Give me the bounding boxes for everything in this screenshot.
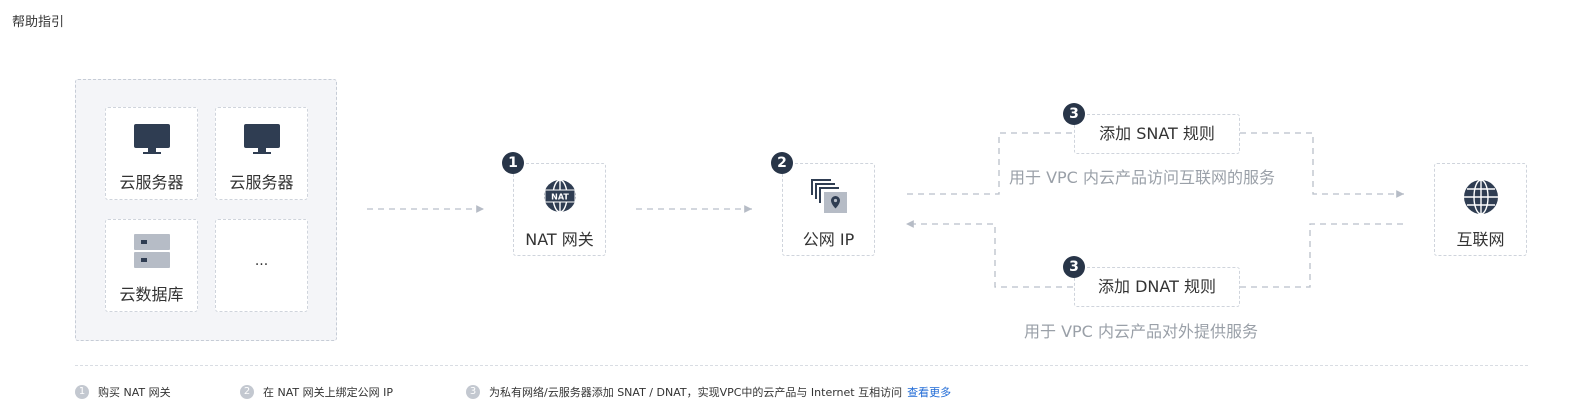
server-label: 云服务器 xyxy=(119,173,184,192)
step-2: 2 在 NAT 网关上绑定公网 IP xyxy=(240,384,393,400)
nat-gateway-node[interactable]: NAT NAT 网关 xyxy=(513,163,606,256)
step-badge-2: 2 xyxy=(771,152,793,174)
step-badge-3-dnat: 3 xyxy=(1063,256,1085,278)
snat-path xyxy=(907,132,1073,195)
nat-gateway-icon: NAT xyxy=(544,179,576,213)
dnat-rule-label: 添加 DNAT 规则 xyxy=(1098,277,1216,296)
dnat-description: 用于 VPC 内云产品对外提供服务 xyxy=(1024,322,1258,341)
monitor-icon xyxy=(244,124,280,154)
snat-rule-label: 添加 SNAT 规则 xyxy=(1099,124,1215,143)
public-ip-label: 公网 IP xyxy=(802,230,855,249)
step-text: 为私有网络/云服务器添加 SNAT / DNAT，实现VPC中的云产品与 Int… xyxy=(489,386,903,399)
public-ip-node[interactable]: 公网 IP xyxy=(782,163,875,256)
add-snat-rule-box[interactable]: 添加 SNAT 规则 xyxy=(1074,114,1240,154)
database-card[interactable]: 云数据库 xyxy=(105,219,198,312)
step-number: 1 xyxy=(75,385,89,399)
step-3: 3 为私有网络/云服务器添加 SNAT / DNAT，实现VPC中的云产品与 I… xyxy=(466,384,951,400)
help-guide-title: 帮助指引 xyxy=(12,15,65,30)
learn-more-link[interactable]: 查看更多 xyxy=(907,386,952,399)
step-text: 在 NAT 网关上绑定公网 IP xyxy=(263,386,393,399)
dnat-path-right xyxy=(1240,223,1403,288)
nat-icon-text: NAT xyxy=(551,193,569,202)
monitor-icon xyxy=(134,124,170,154)
more-label: ... xyxy=(254,253,269,269)
resources-group: 云服务器 云服务器 云数据库 ... xyxy=(75,79,337,341)
step-1: 1 购买 NAT 网关 xyxy=(75,384,171,400)
database-icon xyxy=(134,234,170,268)
add-dnat-rule-box[interactable]: 添加 DNAT 规则 xyxy=(1074,267,1240,307)
step-number: 3 xyxy=(466,385,480,399)
database-label: 云数据库 xyxy=(119,285,184,304)
globe-icon xyxy=(1464,179,1498,215)
snat-description: 用于 VPC 内云产品访问互联网的服务 xyxy=(1009,168,1275,187)
server-label: 云服务器 xyxy=(229,173,294,192)
server-card-1[interactable]: 云服务器 xyxy=(105,107,198,200)
divider xyxy=(75,365,1528,366)
nat-gateway-label: NAT 网关 xyxy=(525,230,594,249)
more-resources-card[interactable]: ... xyxy=(215,219,308,312)
step-number: 2 xyxy=(240,385,254,399)
step-text: 购买 NAT 网关 xyxy=(98,386,171,399)
snat-path-right xyxy=(1240,132,1404,198)
internet-label: 互联网 xyxy=(1456,230,1505,249)
internet-node[interactable]: 互联网 xyxy=(1434,163,1527,256)
step-badge-3-snat: 3 xyxy=(1063,103,1085,125)
public-ip-icon xyxy=(811,179,847,213)
server-card-2[interactable]: 云服务器 xyxy=(215,107,308,200)
dnat-path xyxy=(906,220,1073,288)
step-badge-1: 1 xyxy=(502,152,524,174)
